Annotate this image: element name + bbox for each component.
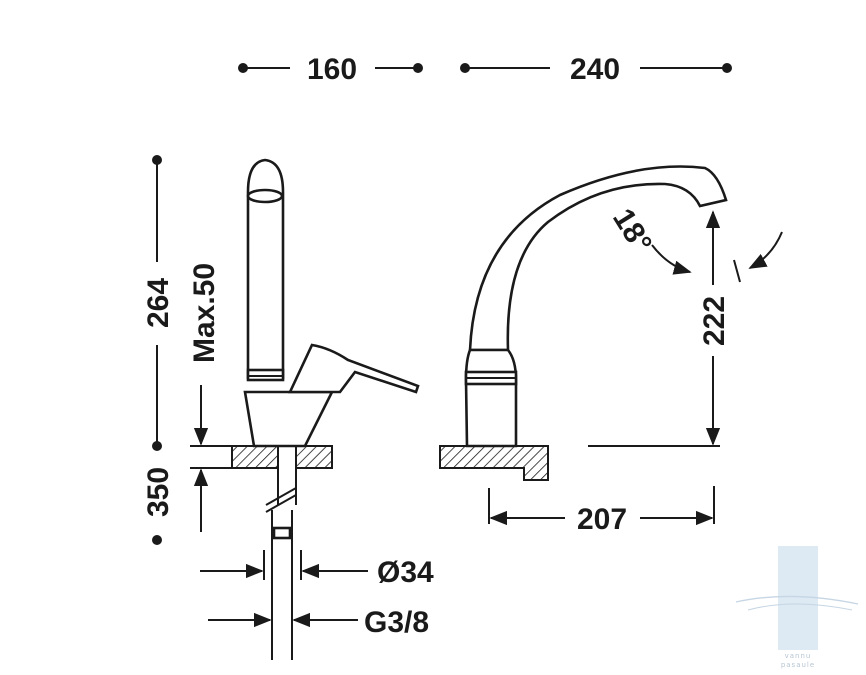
faucet-side-view: [439, 165, 728, 481]
dimension-264-label: 264: [142, 278, 175, 328]
dimension-diameter: Ø34: [200, 550, 434, 589]
dimension-max50: Max.50: [188, 263, 245, 532]
dimension-160-label: 160: [307, 53, 357, 86]
deck-side: [439, 445, 549, 481]
dimension-angle-label: 18°: [606, 203, 658, 259]
dimension-222-label: 222: [698, 296, 731, 346]
dimension-diameter-label: Ø34: [377, 556, 434, 589]
deck-hatch-right: [295, 445, 333, 469]
dimension-160: 160: [238, 53, 423, 86]
dimension-207-label: 207: [577, 503, 627, 536]
dimension-222: 222: [698, 210, 731, 446]
dimension-240: 240: [460, 53, 732, 86]
faucet-front-view: [231, 158, 420, 660]
dimension-240-label: 240: [570, 53, 620, 86]
dimension-thread: G3/8: [208, 606, 429, 639]
dimension-207: 207: [488, 486, 715, 536]
dimension-350-label: 350: [142, 467, 175, 517]
dimension-350: 350: [142, 467, 175, 545]
dimension-thread-label: G3/8: [364, 606, 429, 639]
dimension-max50-label: Max.50: [188, 263, 221, 363]
dimension-angle: 18°: [606, 203, 783, 283]
watermark-text-2: pasaule: [781, 661, 815, 669]
watermark-text-1: vannu: [785, 652, 812, 660]
deck-hatch-left: [231, 445, 279, 469]
watermark-logo: vannu pasaule: [735, 546, 859, 669]
dimension-264: 264: [142, 155, 175, 451]
